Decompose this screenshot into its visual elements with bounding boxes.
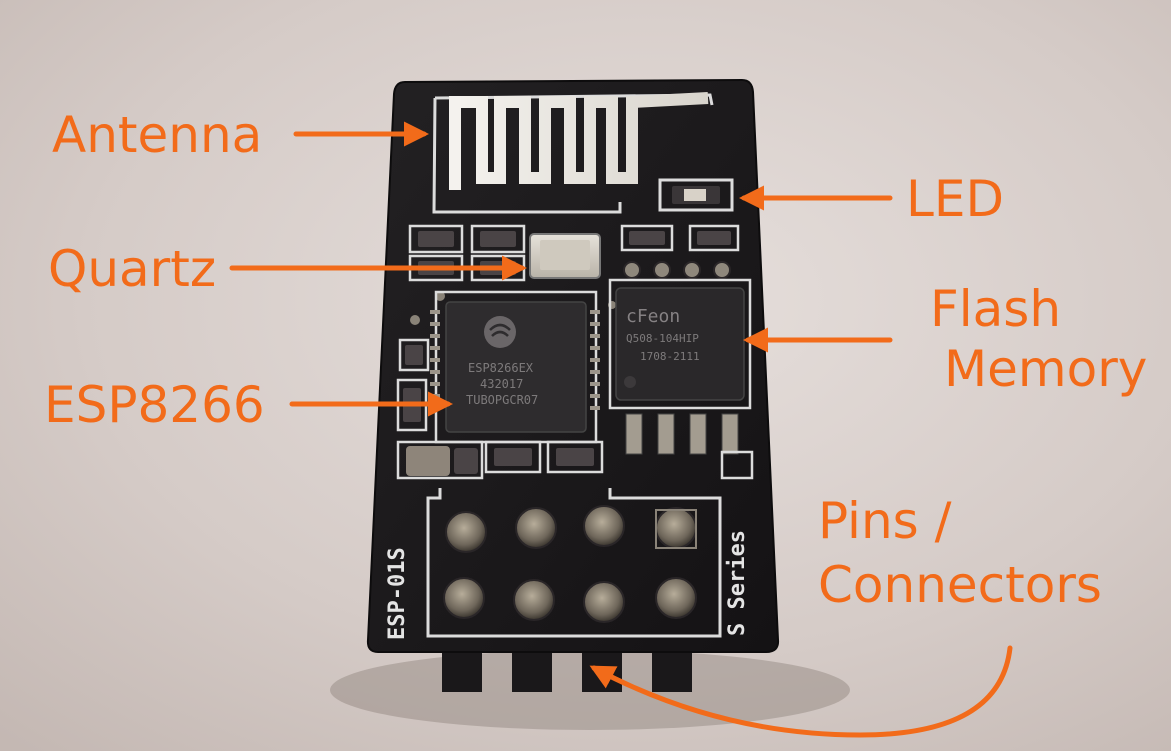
esp-chip-text-3: TUBOPGCR07 [466,393,538,407]
pins-label-line-1: Pins / [818,492,952,550]
smd-components-bottom [484,440,604,474]
led-label: LED [906,170,1004,228]
board-model-text: ESP-01S [385,547,410,640]
header-pins [443,505,697,623]
pin-6 [513,579,555,621]
pins-label-line-2: Connectors [818,556,1102,614]
esp8266-chip [445,301,587,433]
pin-7 [583,581,625,623]
espressif-logo [484,316,516,348]
pins-arrow [589,645,1013,738]
smd-right-small [720,450,754,480]
header-outline [426,488,722,638]
smd-components-bottom-bodies [494,448,594,466]
flash-label-line-1: Flash [930,280,1062,338]
esp8266-label: ESP8266 [44,376,265,434]
flash-chip-text-1: cFeon [626,306,680,327]
antenna-trace [449,92,709,190]
board-series-text: S Series [725,530,750,636]
esp-chip-text-2: 432017 [480,377,523,391]
pin-5 [443,577,485,619]
pin-4 [655,507,697,549]
antenna-label: Antenna [52,106,263,164]
pin-2 [515,507,557,549]
callout-arrows [229,121,1013,738]
pin-1 [445,511,487,553]
smd-components-top [408,224,740,254]
quartz-label: Quartz [48,240,217,298]
esp-chip-pins [430,310,600,410]
flash-pin1-dot [624,376,636,388]
flash-label-line-2: Memory [944,340,1148,398]
flash-chip-text-3: 1708-2111 [640,350,700,363]
capacitor-bottom-left [396,440,484,480]
pin-3 [583,505,625,547]
esp-chip-text-1: ESP8266EX [468,361,534,375]
header-pin-square [655,509,697,549]
flash-chip-legs [625,413,739,455]
quartz-crystal [529,233,601,279]
flash-memory-label: Flash Memory [930,284,1147,394]
smd-components-top-bodies [418,231,731,247]
pin-8 [655,577,697,619]
pins-connectors-label: Pins / Connectors [818,496,1102,610]
flash-vias [623,261,731,279]
led-component [658,178,734,212]
flash-chip-text-2: Q508-104HIP [626,332,699,345]
